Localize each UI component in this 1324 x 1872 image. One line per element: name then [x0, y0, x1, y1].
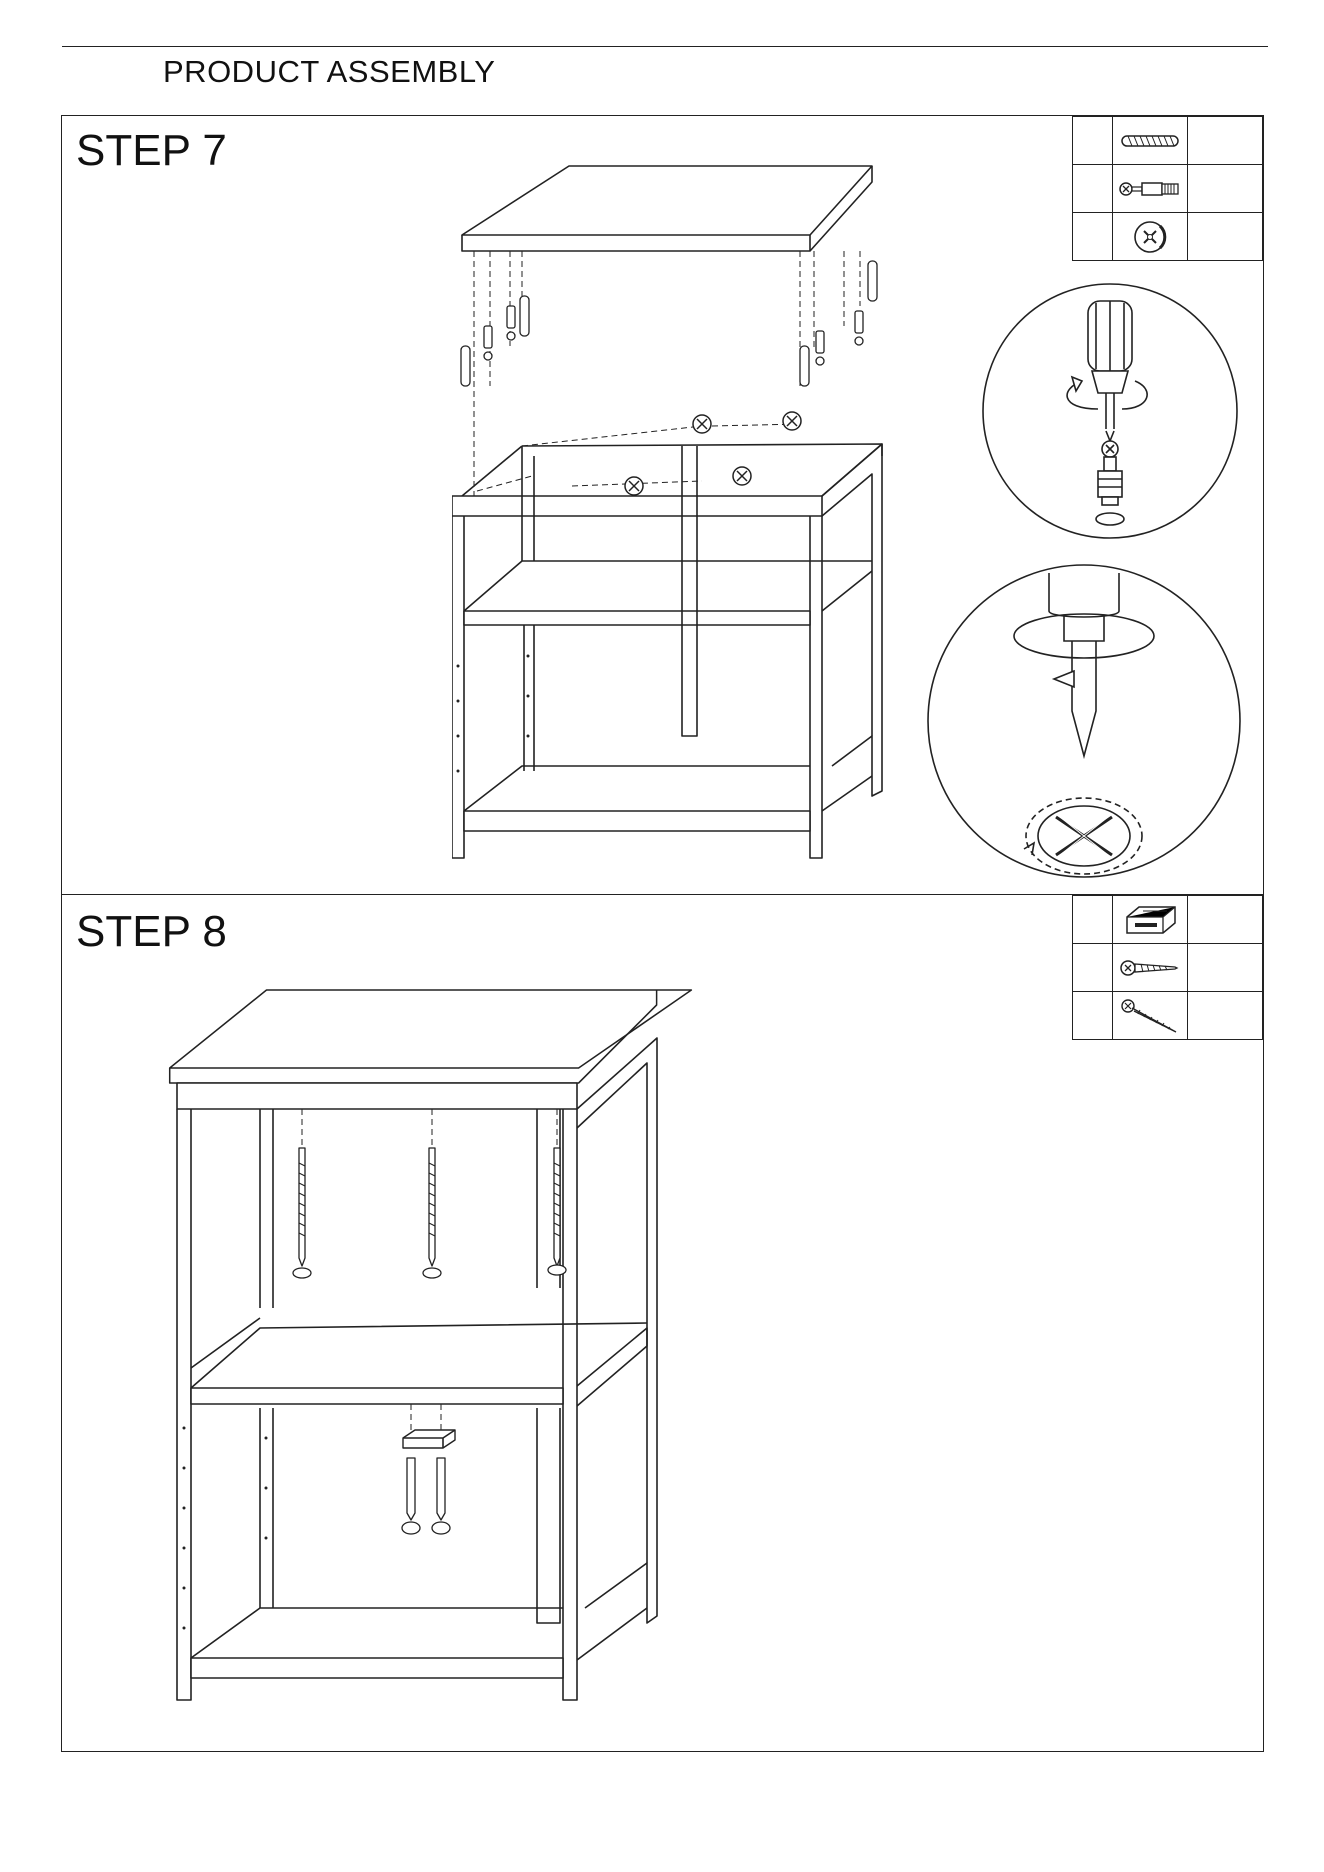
hardware-image-cell: [1113, 213, 1188, 261]
magnetic-catch-icon: [1121, 903, 1179, 937]
hardware-row: [1073, 944, 1263, 992]
hardware-qty-cell: [1073, 944, 1113, 992]
wood-screw-icon: [1119, 957, 1181, 979]
hardware-image-cell: [1113, 944, 1188, 992]
hardware-image-cell: [1113, 896, 1188, 944]
step-8-assembly-drawing: [165, 988, 695, 1708]
screwdriver-cam-lock-turn-detail: [924, 561, 1244, 881]
step-7-assembly-drawing: [452, 156, 972, 896]
cam-lock-nut-icon: [1130, 217, 1170, 257]
hardware-image-cell: [1113, 117, 1188, 165]
step-8-hardware-table: [1072, 895, 1263, 1040]
long-screw-icon: [1118, 996, 1182, 1036]
hardware-row: [1073, 213, 1263, 261]
wooden-dowel-icon: [1118, 131, 1182, 151]
page-title: PRODUCT ASSEMBLY: [163, 54, 495, 90]
hardware-qty-cell: [1073, 117, 1113, 165]
cam-bolt-icon: [1117, 178, 1183, 200]
hardware-qty-cell: [1073, 992, 1113, 1040]
hardware-qty-cell: [1073, 896, 1113, 944]
hardware-image-cell: [1113, 992, 1188, 1040]
step-8-panel: STEP 8: [61, 895, 1264, 1752]
step-7-hardware-table: [1072, 116, 1263, 261]
hardware-qty-cell: [1073, 165, 1113, 213]
hardware-image-cell: [1113, 165, 1188, 213]
step-7-title: STEP 7: [76, 126, 227, 176]
step-7-panel: STEP 7: [61, 115, 1264, 895]
hardware-spec-cell: [1188, 117, 1263, 165]
hardware-row: [1073, 992, 1263, 1040]
hardware-row: [1073, 165, 1263, 213]
hardware-spec-cell: [1188, 944, 1263, 992]
hardware-spec-cell: [1188, 213, 1263, 261]
screwdriver-cam-bolt-detail: [980, 281, 1240, 541]
step-8-title: STEP 8: [76, 907, 227, 957]
header-rule: [62, 46, 1268, 47]
hardware-qty-cell: [1073, 213, 1113, 261]
hardware-row: [1073, 117, 1263, 165]
hardware-spec-cell: [1188, 896, 1263, 944]
hardware-spec-cell: [1188, 165, 1263, 213]
hardware-row: [1073, 896, 1263, 944]
hardware-spec-cell: [1188, 992, 1263, 1040]
